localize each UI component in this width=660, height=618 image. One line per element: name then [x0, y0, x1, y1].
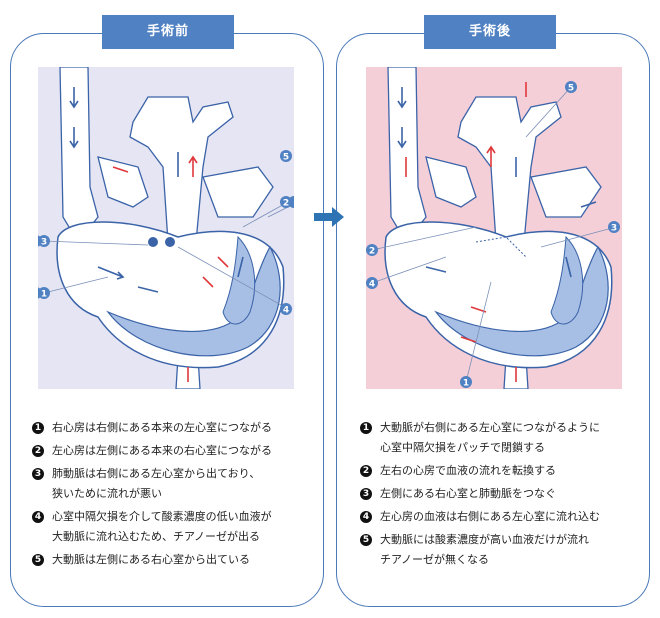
before-great-vessels — [59, 67, 274, 389]
before-callout-number: 2 — [283, 199, 289, 209]
before-septum — [222, 235, 256, 325]
before-tab-label: 手術前 — [102, 15, 234, 49]
before-legend-text: 肺動脈は右側にある左心室から出ており、 — [52, 467, 261, 480]
after-legend-item: 2 左右の心房で血液の流れを転換する — [360, 461, 650, 481]
before-valves — [148, 237, 175, 247]
after-legend-number: 2 — [360, 465, 372, 477]
before-callout-marker: 2 — [280, 196, 292, 209]
before-legend-item: 2 左心房は左側にある本来の右心室につながる — [32, 441, 322, 461]
after-legend-item: 5 大動脈には酸素濃度が高い血液だけが流れチアノーゼが無くなる — [360, 530, 650, 570]
after-patch — [475, 236, 527, 258]
before-legend-text: 大動脈は左側にある右心室から出ている — [52, 553, 250, 566]
before-callout-marker: 4 — [280, 303, 292, 316]
after-tab-label: 手術後 — [424, 15, 556, 49]
before-legend-number: 1 — [32, 422, 44, 434]
after-legend: 1 大動脈が右側にある左心室につながるように心室中隔欠損をパッチで閉鎖する 2 左右の… — [360, 418, 650, 573]
after-septum — [550, 235, 584, 325]
after-legend-item: 1 大動脈が右側にある左心室につながるように心室中隔欠損をパッチで閉鎖する — [360, 418, 650, 458]
after-callout-marker: 5 — [565, 81, 577, 94]
after-callout-lines — [371, 86, 617, 383]
after-legend-text: 大動脈が右側にある左心室につながるように — [380, 421, 600, 434]
after-legend-text: 大動脈には酸素濃度が高い血液だけが流れ — [380, 533, 589, 546]
before-callout-marker: 1 — [38, 287, 50, 300]
after-callout-marker: 4 — [366, 277, 378, 290]
before-legend-item: 5 大動脈は左側にある右心室から出ている — [32, 550, 322, 570]
before-callout-number: 5 — [283, 153, 289, 163]
before-legend-text: 狭いために流れが悪い — [52, 487, 162, 500]
before-heart-illustration: 1 2 3 4 5 — [38, 67, 294, 389]
after-blue-flow-arrows — [397, 87, 597, 278]
after-red-flow-arrows — [405, 82, 527, 382]
after-legend-item: 4 左心房の血液は右側にある左心室に流れ込む — [360, 507, 650, 527]
after-legend-text: 心室中隔欠損をパッチで閉鎖する — [380, 441, 545, 454]
before-legend: 1 右心房は右側にある本来の左心室につながる 2 左心房は左側にある本来の右心室につな… — [32, 418, 322, 573]
before-legend-item: 4 心室中隔欠損を介して酸素濃度の低い血液が大動脈に流れ込むため、チアノーゼが出る — [32, 507, 322, 547]
after-callout-number: 3 — [611, 224, 617, 234]
after-legend-text: 左心房の血液は右側にある左心室に流れ込む — [380, 510, 600, 523]
after-legend-text: 左右の心房で血液の流れを転換する — [380, 464, 556, 477]
after-legend-text: 左側にある右心室と肺動脈をつなぐ — [380, 487, 556, 500]
before-callout-lines — [43, 201, 289, 310]
before-callout-number: 1 — [41, 290, 47, 300]
after-legend-number: 4 — [360, 511, 372, 523]
before-legend-text: 右心房は右側にある本来の左心室につながる — [52, 421, 272, 434]
after-callout-number: 2 — [369, 247, 375, 257]
before-legend-number: 4 — [32, 511, 44, 523]
before-callout-marker: 5 — [280, 150, 292, 163]
before-legend-item: 3 肺動脈は右側にある左心室から出ており、狭いために流れが悪い — [32, 464, 322, 504]
after-callout-number: 4 — [369, 280, 375, 290]
before-callout-marker: 3 — [38, 235, 50, 248]
before-callout-number: 3 — [41, 238, 47, 248]
before-legend-number: 3 — [32, 468, 44, 480]
before-blue-flow-arrows — [69, 87, 244, 293]
after-legend-item: 3 左側にある右心室と肺動脈をつなぐ — [360, 484, 650, 504]
before-ventricle-wall — [106, 245, 281, 357]
right-arrow-icon — [314, 207, 344, 227]
after-legend-text: チアノーゼが無くなる — [380, 553, 490, 566]
after-legend-number: 5 — [360, 534, 372, 546]
before-legend-text: 大動脈に流れ込むため、チアノーゼが出る — [52, 530, 261, 543]
before-legend-number: 5 — [32, 554, 44, 566]
after-callout-marker: 1 — [460, 376, 472, 389]
after-callout-marker: 3 — [608, 221, 620, 234]
after-legend-number: 3 — [360, 488, 372, 500]
before-red-flow-arrows — [112, 155, 229, 382]
after-callout-number: 1 — [463, 379, 469, 389]
before-legend-item: 1 右心房は右側にある本来の左心室につながる — [32, 418, 322, 438]
after-heart-illustration: 1 2 3 4 5 — [366, 67, 622, 389]
before-legend-number: 2 — [32, 445, 44, 457]
before-legend-text: 左心房は左側にある本来の右心室につながる — [52, 444, 272, 457]
after-callout-number: 5 — [568, 84, 574, 94]
before-legend-text: 心室中隔欠損を介して酸素濃度の低い血液が — [52, 510, 272, 523]
before-callout-number: 4 — [283, 306, 289, 316]
after-great-vessels — [387, 67, 602, 389]
after-legend-number: 1 — [360, 422, 372, 434]
after-callout-marker: 2 — [366, 244, 378, 257]
